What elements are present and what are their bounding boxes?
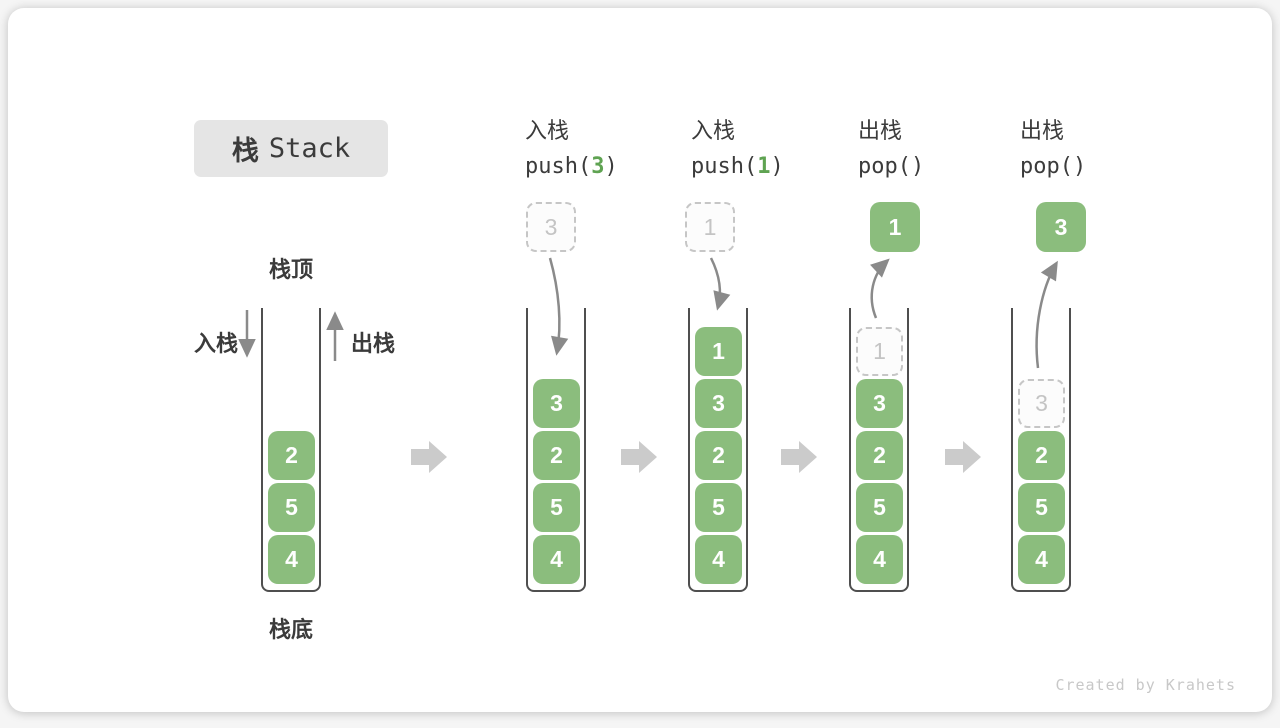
stack-item: 4 — [695, 535, 742, 584]
stack-item: 2 — [268, 431, 315, 480]
code-pre: push( — [691, 154, 758, 179]
stack-item: 2 — [533, 431, 580, 480]
diagram-card: 栈 Stack 栈顶 栈底 入栈 出栈 入栈 push(3) 入栈 push(1… — [8, 8, 1272, 712]
stack-item-ghost: 3 — [1018, 379, 1065, 428]
stack-item-ghost: 1 — [856, 327, 903, 376]
stack-item: 3 — [533, 379, 580, 428]
operation-label: 出栈 — [1020, 118, 1065, 143]
stack-item: 3 — [695, 379, 742, 428]
operation-code: pop() — [858, 154, 1028, 179]
code-post: ) — [910, 154, 925, 179]
popped-value-box: 1 — [870, 202, 920, 252]
operation-label: 入栈 — [525, 118, 570, 143]
code-arg: 1 — [757, 154, 771, 179]
stack-item: 5 — [533, 483, 580, 532]
stack-item: 5 — [856, 483, 903, 532]
code-pre: pop( — [858, 154, 911, 179]
title-badge: 栈 Stack — [194, 120, 388, 177]
operation-heading-pop1: 出栈 pop() — [858, 113, 1028, 179]
stack-item: 4 — [856, 535, 903, 584]
watermark: Created by Krahets — [1055, 676, 1236, 694]
stack-item: 4 — [1018, 535, 1065, 584]
stack-item: 2 — [695, 431, 742, 480]
next-state-arrow-icon — [621, 441, 657, 473]
title-zh: 栈 — [231, 136, 259, 167]
push-label: 入栈 — [194, 331, 239, 356]
operation-heading-push1: 入栈 push(1) — [691, 113, 861, 179]
next-state-arrow-icon — [781, 441, 817, 473]
code-pre: pop( — [1020, 154, 1073, 179]
stack-item: 2 — [856, 431, 903, 480]
stack-item: 3 — [856, 379, 903, 428]
pushed-value-box: 3 — [526, 202, 576, 252]
next-state-arrow-icon — [945, 441, 981, 473]
stack-item: 1 — [695, 327, 742, 376]
operation-label: 出栈 — [858, 118, 903, 143]
code-pre: push( — [525, 154, 592, 179]
operation-label: 入栈 — [691, 118, 736, 143]
pushed-value-box: 1 — [685, 202, 735, 252]
operation-heading-push3: 入栈 push(3) — [525, 113, 695, 179]
stack-bottom-label: 栈底 — [268, 617, 313, 642]
next-state-arrow-icon — [411, 441, 447, 473]
code-post: ) — [1072, 154, 1087, 179]
operation-code: push(1) — [691, 154, 861, 179]
push-flow-arrow-icon — [709, 257, 731, 311]
code-arg: 3 — [591, 154, 605, 179]
operation-code: push(3) — [525, 154, 695, 179]
pop-label: 出栈 — [351, 331, 396, 356]
operation-heading-pop3: 出栈 pop() — [1020, 113, 1190, 179]
code-post: ) — [770, 154, 784, 179]
operation-code: pop() — [1020, 154, 1190, 179]
stack-item: 4 — [533, 535, 580, 584]
title-en: Stack — [268, 133, 351, 164]
stack-item: 2 — [1018, 431, 1065, 480]
stack-item: 5 — [268, 483, 315, 532]
stack-top-label: 栈顶 — [268, 257, 313, 282]
popped-value-box: 3 — [1036, 202, 1086, 252]
stack-item: 5 — [695, 483, 742, 532]
stack-item: 5 — [1018, 483, 1065, 532]
stack-item: 4 — [268, 535, 315, 584]
code-post: ) — [604, 154, 618, 179]
